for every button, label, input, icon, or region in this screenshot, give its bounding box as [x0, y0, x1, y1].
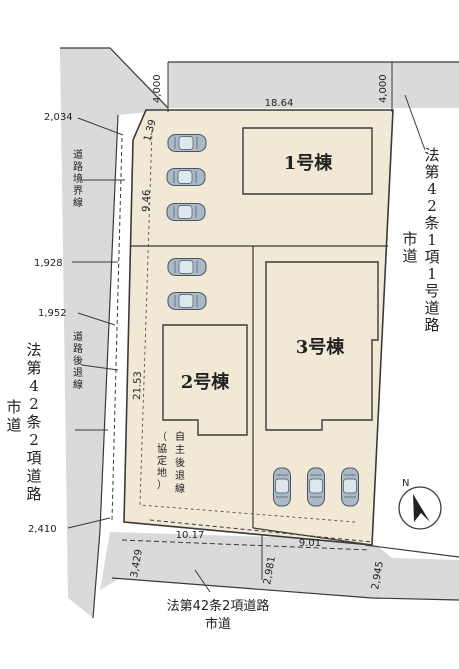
setback-line-label: 道路後退線: [73, 330, 83, 391]
dim-2410: 2,410: [28, 524, 57, 535]
dim-18-64: 18.64: [265, 98, 294, 109]
right-road-sub-label: 市道: [402, 230, 417, 265]
dim-1928: 1,928: [34, 258, 63, 269]
north-compass-icon: N: [398, 478, 442, 530]
dim-2945: 2,945: [370, 560, 386, 590]
dim-1952: 1,952: [38, 308, 67, 319]
building-2-label: 2号棟: [181, 371, 231, 393]
building-1-label: 1号棟: [284, 152, 334, 174]
building-2: [162, 324, 248, 436]
buildings: [162, 127, 379, 436]
car-icon: [341, 467, 359, 507]
building-3-label: 3号棟: [296, 336, 346, 358]
top-road: [168, 62, 459, 108]
car-icon: [273, 467, 291, 507]
roads: [60, 47, 459, 619]
car-icon: [167, 258, 207, 276]
building-1: [242, 127, 373, 195]
dim-2034: 2,034: [44, 112, 73, 123]
self-setback-label: 自主後退線: [175, 430, 185, 495]
building-3: [265, 261, 379, 431]
dim-9-01: 9.01: [299, 538, 321, 549]
right-road: [372, 108, 459, 556]
dim-9-46: 9.46: [141, 189, 153, 212]
left-road-sub-label: 市道: [6, 398, 21, 434]
car-icon: [307, 467, 325, 507]
dim-4000-left: 4,000: [152, 74, 163, 103]
dim-21-53: 21.53: [132, 371, 144, 400]
car-icon: [166, 203, 206, 221]
dim-4000-right: 4,000: [378, 74, 389, 103]
dim-10-17: 10.17: [176, 530, 205, 541]
car-icon: [167, 134, 207, 152]
left-road: [60, 48, 170, 618]
dim-3429: 3,429: [129, 548, 145, 578]
dim-2981: 2,981: [262, 555, 278, 585]
dimensions: 2,034 1,928 1,952 2,410 4,000 4,000 18.6…: [28, 74, 389, 590]
agreement-land-label: （協定地）: [157, 431, 167, 491]
car-icon: [167, 292, 207, 310]
bottom-road-sub-label: 市道: [205, 616, 231, 632]
bottom-road: [100, 532, 459, 600]
car-icon: [166, 168, 206, 186]
bottom-road-label: 法第42条2項道路: [167, 598, 270, 614]
boundary-line-label: 道路境界線: [73, 148, 83, 209]
compass-label: N: [402, 478, 409, 489]
